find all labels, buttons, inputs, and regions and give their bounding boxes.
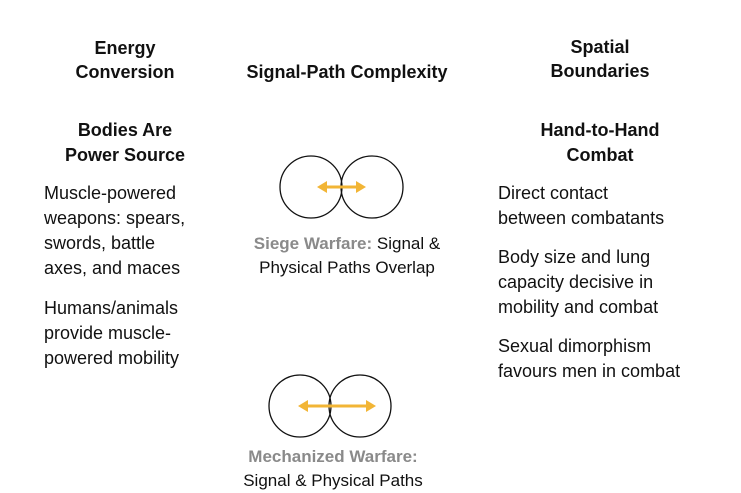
bodies-power-source-subheading: Bodies Are Power Source — [64, 120, 186, 165]
hand-to-hand-subheading: Hand-to-Hand Combat — [540, 120, 660, 165]
right-point-sexual-dimorphism: Sexual dimorphism favours men in combat — [498, 336, 681, 381]
right-point-body-size: Body size and lung capacity decisive in … — [498, 247, 659, 317]
double-arrow-icon — [317, 181, 366, 193]
spatial-boundaries-heading: Spatial Boundaries — [550, 37, 650, 81]
left-point-muscle-weapons: Muscle-powered weapons: spears, swords, … — [44, 183, 186, 278]
energy-conversion-heading: Energy Conversion — [75, 38, 175, 82]
right-point-direct-contact: Direct contact between combatants — [498, 183, 665, 228]
siege-warfare-caption: Siege Warfare: Signal & Physical Paths O… — [253, 234, 441, 277]
mechanized-diagram — [268, 374, 392, 438]
left-point-muscle-mobility: Humans/animals provide muscle- powered m… — [44, 298, 180, 368]
double-arrow-icon — [298, 400, 376, 412]
siege-overlap-diagram — [279, 155, 404, 219]
mechanized-warfare-caption: Mechanized Warfare: Signal & Physical Pa… — [243, 447, 423, 490]
signal-path-complexity-heading: Signal-Path Complexity — [246, 62, 448, 82]
